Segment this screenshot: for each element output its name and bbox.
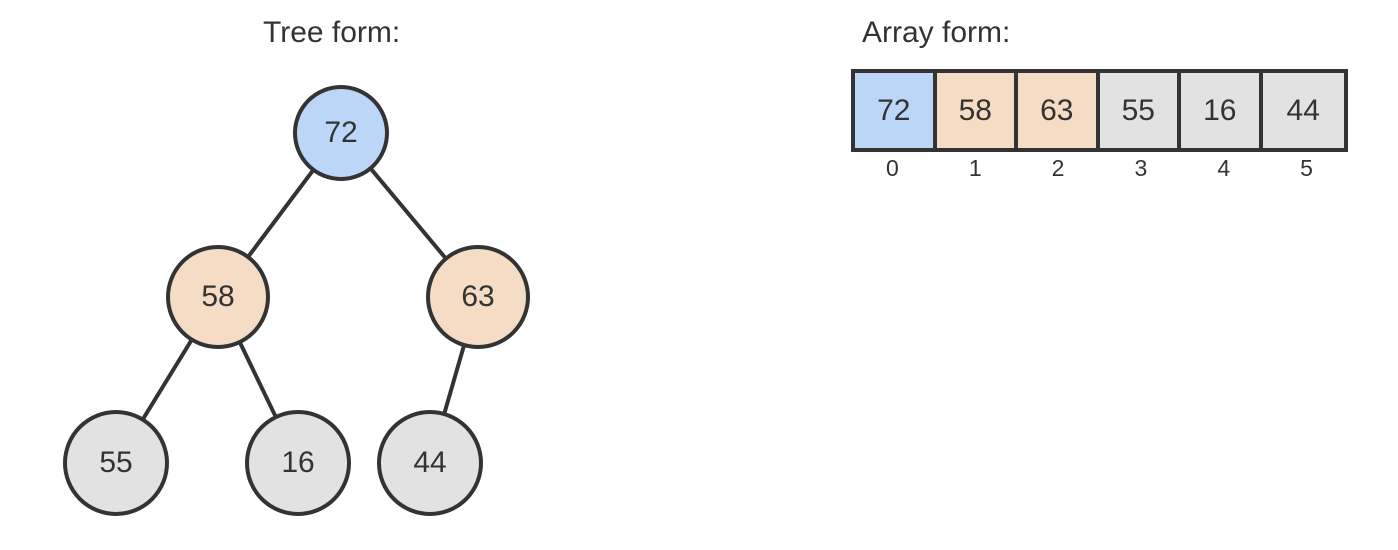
tree-node-72[interactable]: 72: [293, 85, 389, 181]
array-index-label-1: 1: [968, 155, 982, 181]
tree-node-label: 16: [281, 446, 315, 479]
array-cell-0[interactable]: 72: [855, 73, 937, 148]
array-cell-1[interactable]: 58: [936, 73, 1018, 148]
array-index-row: 0 1 2 3 4 5: [851, 157, 1348, 180]
tree-node-label: 55: [99, 446, 133, 479]
tree-edge-58-16: [237, 340, 278, 420]
tree-node-label: 72: [324, 116, 358, 149]
array-index-label-2: 2: [1051, 155, 1065, 181]
array-index-label-4: 4: [1217, 155, 1231, 181]
array-index-label-5: 5: [1300, 155, 1313, 181]
tree-edge-58-55: [140, 337, 194, 422]
tree-edges-layer: [140, 166, 467, 422]
array-index-label-3: 3: [1134, 155, 1148, 181]
tree-edge-72-63: [368, 166, 448, 261]
tree-node-44[interactable]: 44: [377, 410, 483, 516]
array-cell-2[interactable]: 63: [1018, 73, 1100, 148]
tree-node-63[interactable]: 63: [426, 245, 530, 349]
array-cell-3[interactable]: 55: [1099, 73, 1181, 148]
tree-edge-63-44: [442, 343, 467, 417]
tree-form-panel: Tree form: 72 58 63 55 16 44: [0, 0, 600, 550]
tree-node-label: 44: [413, 446, 447, 479]
tree-node-label: 58: [201, 280, 235, 313]
array-cell-4[interactable]: 16: [1181, 73, 1263, 148]
array-index-label-0: 0: [886, 155, 899, 181]
tree-edge-72-58: [246, 167, 316, 259]
tree-node-58[interactable]: 58: [166, 245, 270, 349]
tree-node-55[interactable]: 55: [63, 410, 169, 516]
tree-node-label: 63: [461, 280, 495, 313]
tree-node-16[interactable]: 16: [245, 410, 351, 516]
array-form-caption: Array form:: [862, 16, 1011, 49]
array-cell-5[interactable]: 44: [1262, 73, 1344, 148]
tree-form-caption: Tree form:: [263, 16, 401, 49]
